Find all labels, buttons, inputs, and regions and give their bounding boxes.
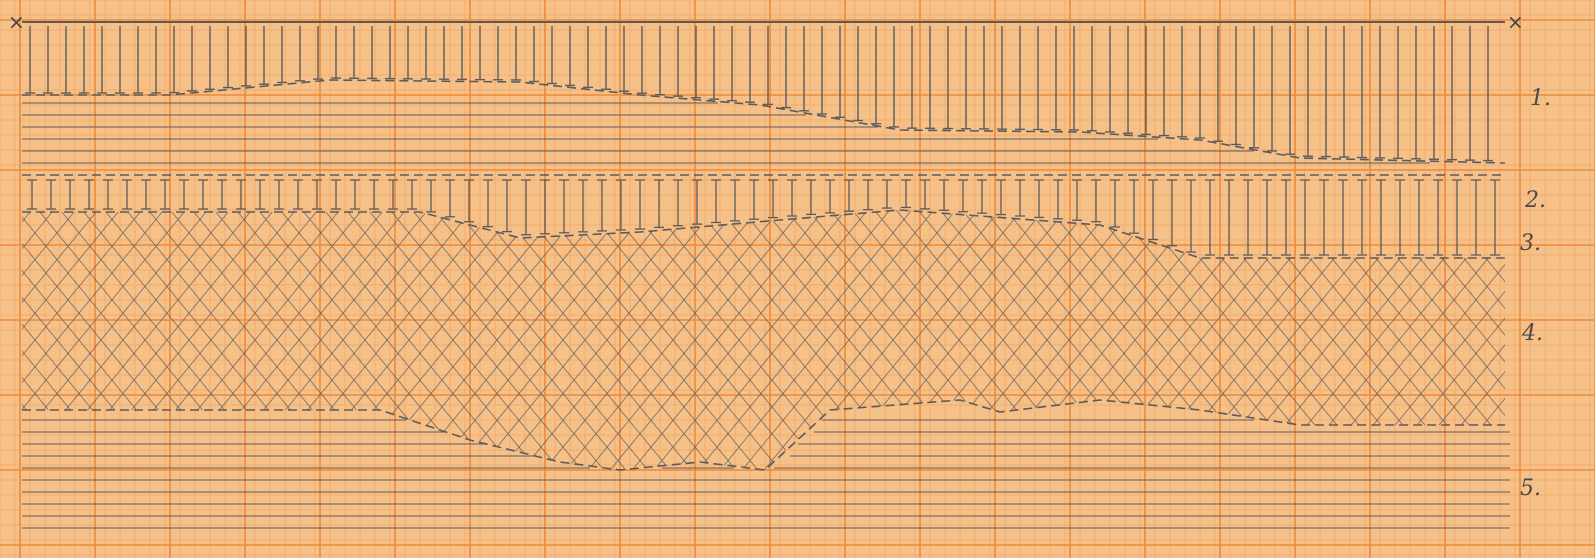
cross-hatch-line [1306,200,1536,480]
cross-hatch-line [1372,200,1595,480]
cross-hatch-line [1504,200,1595,480]
layer-5-label: 5. [1520,476,1541,501]
cross-hatch-line [0,200,62,480]
cross-hatch-line [1570,200,1595,480]
cross-hatch-line [1438,200,1595,480]
corner-mark-left: × [8,10,25,34]
cross-hatch-line [1548,200,1595,480]
layer-4-cross-hatching [0,200,1595,480]
layer-3-label: 3. [1520,231,1541,256]
cross-hatch-line [1284,200,1514,480]
layer-2-3-bracket-hatching [27,180,1500,255]
layer-2-label: 2. [1524,188,1546,213]
cross-hatch-line [1350,200,1580,480]
corner-mark-right: × [1507,10,1524,34]
cross-hatch-line [1196,200,1426,480]
cross-hatch-line [1504,200,1595,480]
cross-hatch-line [1548,200,1595,480]
layer-4-label: 4. [1521,321,1543,346]
cross-hatch-line [1372,200,1595,480]
cross-hatch-line [1218,200,1448,480]
layer-1-label: 1. [1530,86,1551,111]
cross-hatch-line [1240,200,1470,480]
cross-hatch-line [1438,200,1595,480]
cross-hatch-line [0,200,62,480]
cross-hatch-line [1570,200,1595,480]
